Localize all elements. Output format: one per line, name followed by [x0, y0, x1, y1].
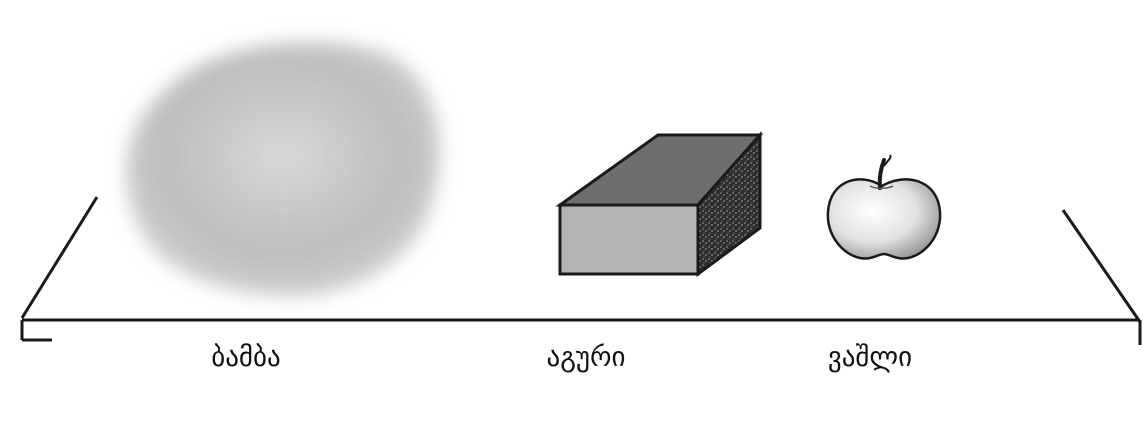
apple-label: ვაშლი: [827, 342, 913, 373]
apple-icon: [826, 154, 942, 260]
cotton-label: ბამბა: [211, 342, 281, 373]
brick-label: აგური: [546, 342, 626, 373]
brick-icon: [555, 131, 764, 277]
cotton-ball-icon: [126, 41, 440, 297]
table-surface: [20, 196, 1142, 345]
